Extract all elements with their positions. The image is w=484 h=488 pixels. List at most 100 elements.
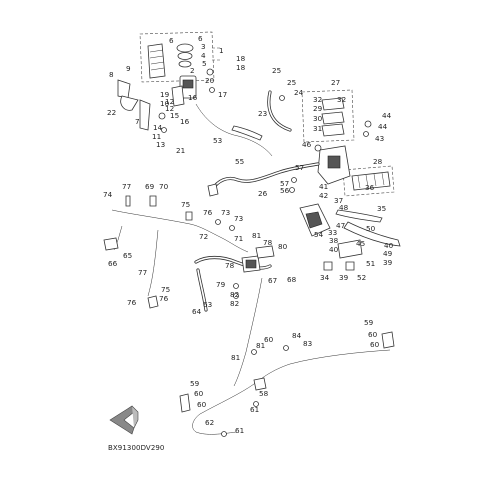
part-callout-81: 81 [256, 341, 265, 350]
part-callout-82: 82 [230, 299, 239, 308]
group-box-brake-pads [301, 89, 355, 143]
part-callout-68: 68 [287, 275, 297, 284]
part-callout-20: 20 [205, 76, 215, 85]
part-callout-15: 15 [170, 111, 179, 120]
part-callout-47: 47 [336, 221, 345, 230]
brake-pipe-front-left [103, 195, 249, 309]
part-callout-81: 81 [231, 353, 240, 362]
part-callout-32: 32 [313, 95, 322, 104]
part-callout-12: 12 [165, 97, 174, 106]
part-callout-33: 33 [328, 228, 337, 237]
part-callout-36: 36 [365, 183, 375, 192]
group-box-master-cylinder-front [139, 31, 220, 83]
part-callout-4: 4 [201, 51, 206, 60]
part-callout-24: 24 [294, 88, 304, 97]
part-callout-52: 52 [357, 273, 366, 282]
part-callout-65: 65 [123, 251, 132, 260]
part-callout-25: 25 [287, 78, 296, 87]
part-callout-53: 53 [213, 136, 222, 145]
part-callout-11: 11 [152, 132, 161, 141]
part-callout-80: 80 [278, 242, 288, 251]
part-callout-39: 39 [339, 273, 349, 282]
part-callout-76: 76 [203, 208, 213, 217]
part-callout-28: 28 [373, 157, 383, 166]
part-callout-73: 73 [221, 208, 230, 217]
part-callout-40: 40 [329, 245, 339, 254]
brake-lever [299, 203, 401, 271]
part-callout-84: 84 [292, 331, 302, 340]
part-callout-46: 46 [302, 140, 312, 149]
part-callout-1: 1 [219, 46, 224, 55]
part-callout-6: 6 [169, 36, 174, 45]
part-callout-55: 55 [235, 157, 244, 166]
part-callout-56: 56 [280, 186, 290, 195]
part-callout-61: 61 [235, 426, 244, 435]
part-callout-18: 18 [236, 54, 246, 63]
front-master-cylinder [117, 43, 215, 133]
part-callout-79: 79 [216, 280, 226, 289]
part-callout-60: 60 [264, 335, 274, 344]
part-callout-54: 54 [314, 230, 324, 239]
part-callout-81: 81 [252, 231, 261, 240]
part-callout-70: 70 [159, 182, 169, 191]
part-callout-60: 60 [368, 330, 378, 339]
part-callout-44: 44 [378, 122, 388, 131]
group-box-master-cylinder-rear [342, 165, 395, 197]
part-callout-48: 48 [339, 203, 349, 212]
part-callout-3: 3 [201, 42, 206, 51]
part-callout-69: 69 [145, 182, 155, 191]
part-callout-25: 25 [272, 66, 281, 75]
part-callout-77: 77 [138, 268, 147, 277]
brake-hose-abs [194, 245, 275, 387]
part-callout-22: 22 [107, 108, 116, 117]
part-callout-51: 51 [366, 259, 375, 268]
part-callout-45: 45 [356, 239, 365, 248]
part-callout-57: 57 [280, 179, 289, 188]
part-callout-83: 83 [303, 339, 312, 348]
part-callout-14: 14 [153, 123, 163, 132]
part-callout-10: 10 [160, 99, 170, 108]
part-callout-58: 58 [259, 389, 269, 398]
part-callout-73: 73 [234, 214, 243, 223]
part-callout-38: 38 [329, 236, 339, 245]
brake-pipe-rear [179, 331, 395, 437]
front-direction-arrow-icon [109, 405, 139, 435]
part-callout-12: 12 [165, 104, 174, 113]
hose-23-53 [195, 90, 292, 157]
part-callout-42: 42 [319, 191, 328, 200]
part-callout-76: 76 [127, 298, 137, 307]
part-callout-78: 78 [263, 238, 273, 247]
part-callout-37: 37 [334, 196, 343, 205]
part-callout-74: 74 [103, 190, 113, 199]
part-callout-61: 61 [250, 405, 259, 414]
part-callout-18: 18 [236, 63, 246, 72]
part-callout-66: 66 [108, 259, 118, 268]
part-callout-29: 29 [313, 104, 323, 113]
part-callout-63: 63 [203, 300, 212, 309]
part-callout-2: 2 [190, 66, 195, 75]
part-callout-44: 44 [382, 111, 392, 120]
part-callout-17: 17 [218, 90, 227, 99]
part-callout-27: 27 [331, 78, 340, 87]
rear-master-cylinder [314, 97, 391, 191]
part-callout-50: 50 [366, 224, 376, 233]
part-callout-71: 71 [234, 234, 243, 243]
part-callout-49: 49 [383, 249, 393, 258]
part-callout-41: 41 [319, 182, 328, 191]
part-callout-43: 43 [375, 134, 384, 143]
part-callout-78: 78 [225, 261, 235, 270]
part-callout-35: 35 [377, 204, 386, 213]
part-callout-60: 60 [197, 400, 207, 409]
part-callout-76: 76 [159, 294, 169, 303]
part-callout-9: 9 [126, 64, 131, 73]
part-callout-8: 8 [109, 70, 114, 79]
part-callout-82: 82 [230, 290, 239, 299]
part-callout-7: 7 [135, 117, 140, 126]
part-callout-75: 75 [181, 200, 190, 209]
part-callout-30: 30 [313, 114, 323, 123]
part-callout-40: 40 [384, 241, 394, 250]
part-callout-72: 72 [199, 232, 208, 241]
part-callout-5: 5 [202, 59, 207, 68]
part-callout-62: 62 [205, 418, 214, 427]
